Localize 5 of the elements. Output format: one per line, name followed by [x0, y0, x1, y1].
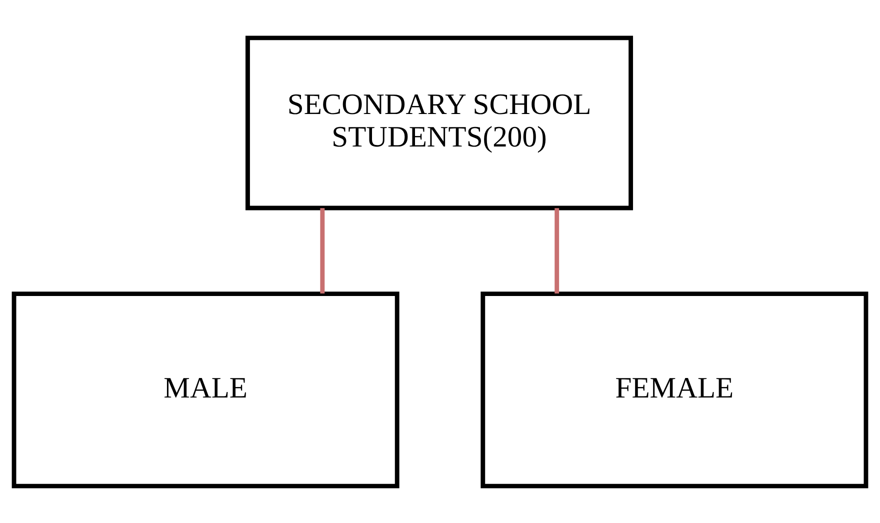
- node-box: MALE: [12, 291, 400, 488]
- node-box: FEMALE: [480, 291, 868, 488]
- connector: [554, 208, 560, 293]
- connector: [320, 208, 325, 293]
- node-box: SECONDARY SCHOOL STUDENTS(200): [246, 35, 634, 210]
